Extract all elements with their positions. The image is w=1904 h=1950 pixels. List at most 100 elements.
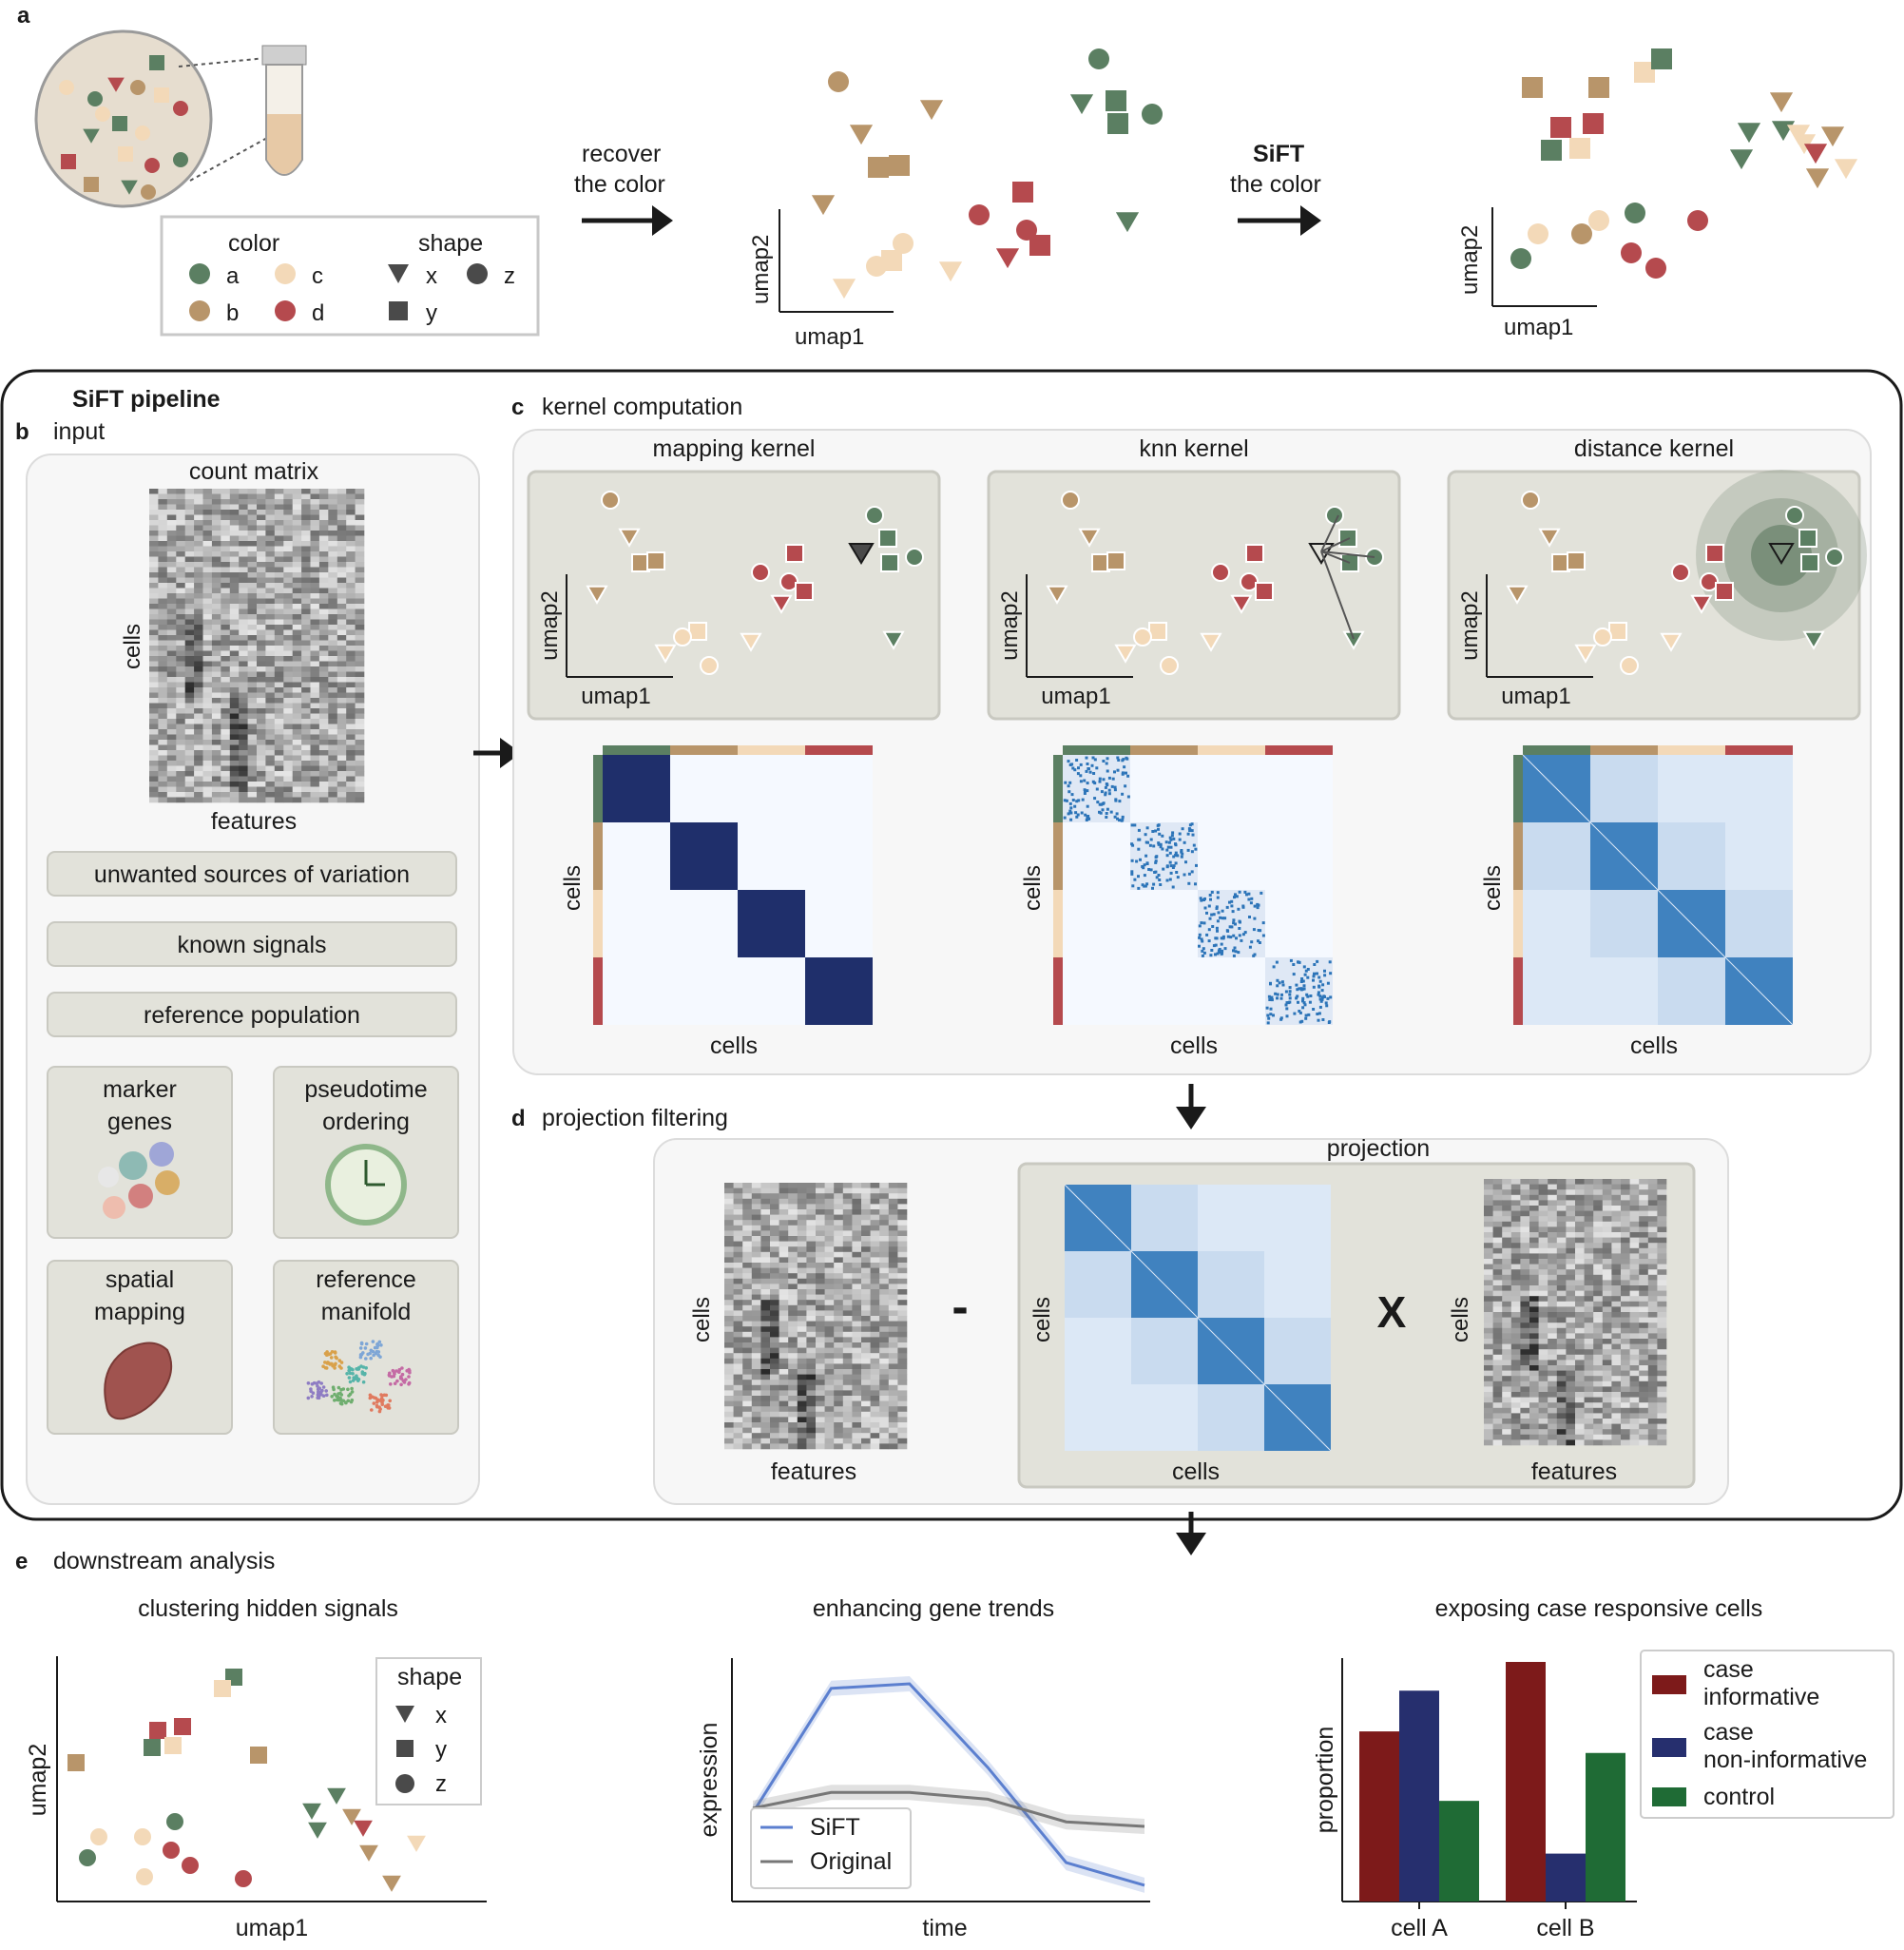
cell-mixture-icon bbox=[34, 29, 213, 208]
legend-case-noninf-l2: non-informative bbox=[1703, 1747, 1867, 1773]
scatter-point bbox=[1687, 210, 1708, 231]
tile-pseudotime-line2: ordering bbox=[322, 1109, 410, 1135]
scatter-point bbox=[1690, 594, 1713, 614]
kernel-block bbox=[1725, 755, 1793, 822]
panel-d-label: projection filtering bbox=[542, 1105, 728, 1131]
d-kernel-ylabel: cells bbox=[1029, 1297, 1055, 1342]
option-known-signals-label: known signals bbox=[177, 932, 326, 958]
umap2-label: umap2 bbox=[1457, 225, 1483, 295]
scatter-point bbox=[905, 548, 924, 567]
scatter-point bbox=[1593, 627, 1612, 647]
kernel-block bbox=[1523, 822, 1590, 890]
panel-e: e downstream analysis clustering hidden … bbox=[15, 1548, 1894, 1941]
series-line-SiFT bbox=[751, 1682, 1145, 1887]
scatter-point bbox=[849, 125, 874, 145]
scatter-point bbox=[107, 77, 125, 92]
scatter-point bbox=[919, 100, 944, 121]
scatter-point bbox=[59, 80, 74, 95]
option-reference-population[interactable] bbox=[47, 992, 457, 1037]
kernel-block bbox=[1658, 957, 1725, 1025]
legend-color-b: b bbox=[226, 300, 239, 326]
scatter-point bbox=[118, 146, 133, 162]
scatter-point bbox=[182, 1857, 199, 1874]
scatter-point bbox=[235, 1870, 252, 1887]
scatter-point bbox=[893, 233, 914, 254]
scatter-point bbox=[149, 1722, 166, 1739]
scatter-point bbox=[90, 1828, 107, 1845]
d-right-ylabel: cells bbox=[1448, 1297, 1473, 1342]
scatter-point bbox=[1510, 248, 1531, 269]
scatter-point bbox=[144, 158, 160, 173]
scatter-point bbox=[865, 506, 884, 525]
scatter-point bbox=[740, 632, 762, 652]
scatter-point bbox=[586, 585, 608, 605]
option-unwanted-variation[interactable] bbox=[47, 851, 457, 897]
scatter-point bbox=[811, 195, 836, 216]
scatter-point bbox=[1834, 159, 1858, 180]
color-shape-legend bbox=[160, 215, 540, 337]
umap2-label: umap2 bbox=[748, 235, 774, 304]
scatter-point bbox=[1569, 138, 1590, 159]
panel-c-letter: c bbox=[511, 395, 524, 420]
scatter-point bbox=[866, 256, 887, 277]
umap-before-scatter: umap1 umap2 bbox=[748, 48, 1163, 350]
scatter-point bbox=[1583, 113, 1604, 134]
scatter-point bbox=[1792, 134, 1817, 155]
bar-case-informative bbox=[1359, 1731, 1399, 1902]
scatter-point bbox=[1230, 594, 1253, 614]
scatter-point bbox=[1528, 223, 1548, 244]
scatter-point bbox=[1160, 656, 1179, 675]
legend-color-d: d bbox=[312, 300, 324, 326]
scatter-point bbox=[173, 152, 188, 167]
series-line-Original bbox=[752, 1790, 1145, 1828]
panel-d-letter: d bbox=[511, 1106, 526, 1131]
scatter-point bbox=[1115, 212, 1140, 233]
liver-icon bbox=[104, 1342, 173, 1420]
scatter-point bbox=[878, 529, 897, 548]
scatter-point bbox=[832, 279, 856, 299]
bar-case-non-informative bbox=[1399, 1690, 1439, 1902]
kernel-block bbox=[1725, 822, 1793, 890]
tile-marker-genes-line2: genes bbox=[107, 1109, 172, 1135]
panel-c-label: kernel computation bbox=[542, 394, 742, 420]
panel-c: c kernel computation mapping kernelumap1… bbox=[511, 394, 1872, 1075]
scatter-point bbox=[601, 491, 620, 510]
kernel-block bbox=[1130, 822, 1198, 890]
clustering-legend-title: shape bbox=[397, 1664, 462, 1690]
marker-genes-icon bbox=[98, 1142, 180, 1219]
arrow-down-icon bbox=[1176, 1107, 1206, 1129]
legend-shape-z: z bbox=[504, 263, 515, 289]
option-known-signals[interactable] bbox=[47, 921, 457, 967]
tile-spatial-line2: mapping bbox=[94, 1299, 185, 1325]
kernel-umap-xlabel: umap1 bbox=[1041, 684, 1110, 709]
panel-b-label: input bbox=[53, 418, 105, 445]
legend-shape-y: y bbox=[426, 300, 437, 326]
kernel-block bbox=[1065, 1318, 1131, 1384]
d-right-xlabel: features bbox=[1531, 1458, 1617, 1485]
tile-reference-line2: manifold bbox=[321, 1299, 412, 1325]
scatter-point bbox=[149, 55, 164, 70]
count-matrix-title: count matrix bbox=[189, 458, 319, 485]
scatter-point bbox=[1620, 656, 1639, 675]
kernel-block bbox=[1590, 957, 1658, 1025]
scatter-point bbox=[164, 1737, 182, 1754]
trends-legend-original: Original bbox=[810, 1848, 892, 1875]
scatter-point bbox=[1342, 630, 1365, 650]
option-unwanted-variation-label: unwanted sources of variation bbox=[94, 861, 410, 888]
clustering-title: clustering hidden signals bbox=[138, 1595, 398, 1622]
scatter-point bbox=[1571, 223, 1592, 244]
tile-marker-genes[interactable] bbox=[47, 1066, 233, 1239]
scatter-point bbox=[214, 1680, 231, 1697]
scatter-point bbox=[79, 1849, 96, 1866]
scatter-point bbox=[67, 1754, 85, 1771]
arrow2-label-line2: the color bbox=[1230, 171, 1321, 198]
kernel-block bbox=[1523, 890, 1590, 957]
scatter-point bbox=[673, 627, 692, 647]
kernel-block bbox=[738, 890, 805, 957]
scatter-point bbox=[1634, 62, 1655, 83]
scatter-point bbox=[83, 128, 100, 144]
kernel-block bbox=[1264, 1185, 1331, 1251]
scatter-point bbox=[828, 71, 849, 92]
legend-color-c: c bbox=[312, 263, 323, 289]
